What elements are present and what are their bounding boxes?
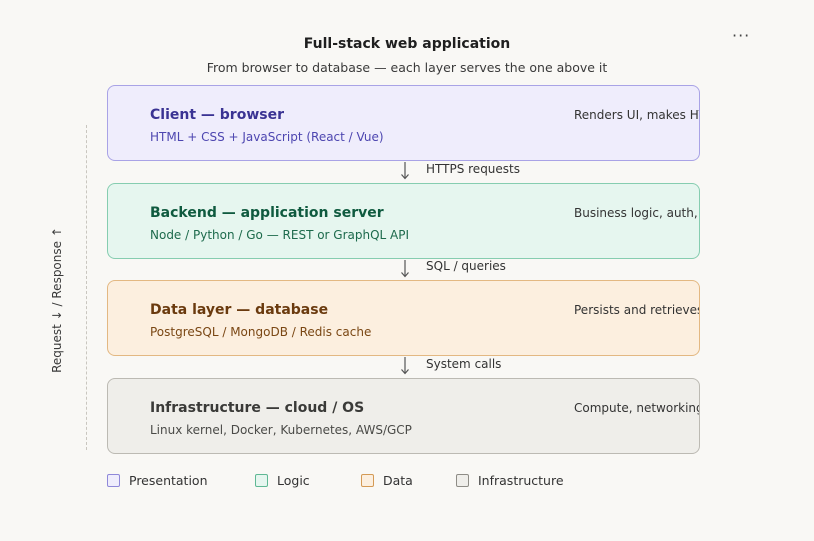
legend-item-presentation: Presentation xyxy=(107,473,208,488)
legend-label: Presentation xyxy=(129,473,208,488)
layer-name: Backend — application server xyxy=(150,205,384,221)
layer-description: Renders UI, makes HTTP requests xyxy=(574,108,699,122)
layer-tech: Node / Python / Go — REST or GraphQL API xyxy=(150,228,410,242)
connector-label: SQL / queries xyxy=(426,259,506,273)
diagram-subtitle: From browser to database — each layer se… xyxy=(206,60,608,75)
legend-label: Infrastructure xyxy=(478,473,564,488)
layer-tech: Linux kernel, Docker, Kubernetes, AWS/GC… xyxy=(150,423,412,437)
layer-client: Client — browser HTML + CSS + JavaScript… xyxy=(107,85,700,161)
legend-item-logic: Logic xyxy=(255,473,310,488)
legend-swatch xyxy=(456,474,469,487)
layer-backend: Backend — application server Node / Pyth… xyxy=(107,183,700,259)
layer-description: Business logic, auth, routing xyxy=(574,206,699,220)
diagram-title: Full-stack web application xyxy=(303,36,511,52)
request-response-axis xyxy=(86,125,87,450)
connector-label: System calls xyxy=(426,357,502,371)
connector-label: HTTPS requests xyxy=(426,162,521,176)
layer-description: Compute, networking, storage xyxy=(574,401,699,415)
arrow-down-icon xyxy=(401,357,409,375)
legend-label: Data xyxy=(383,473,413,488)
layer-name: Client — browser xyxy=(150,107,284,123)
layer-tech: PostgreSQL / MongoDB / Redis cache xyxy=(150,325,372,339)
legend-item-infrastructure: Infrastructure xyxy=(456,473,564,488)
legend-label: Logic xyxy=(277,473,310,488)
legend-swatch xyxy=(361,474,374,487)
arrow-down-icon xyxy=(401,260,409,278)
layer-description: Persists and retrieves data xyxy=(574,303,700,317)
legend-swatch xyxy=(107,474,120,487)
arrow-down-icon xyxy=(401,162,409,180)
layer-data: Data layer — database PostgreSQL / Mongo… xyxy=(107,280,700,356)
layer-tech: HTML + CSS + JavaScript (React / Vue) xyxy=(150,130,384,144)
layer-name: Data layer — database xyxy=(150,302,329,318)
more-options-icon[interactable]: ··· xyxy=(732,26,751,45)
layer-infrastructure: Infrastructure — cloud / OS Linux kernel… xyxy=(107,378,700,454)
legend-swatch xyxy=(255,474,268,487)
layer-name: Infrastructure — cloud / OS xyxy=(150,400,365,416)
request-response-label: Request ↓ / Response ↑ xyxy=(50,227,64,373)
legend-item-data: Data xyxy=(361,473,413,488)
